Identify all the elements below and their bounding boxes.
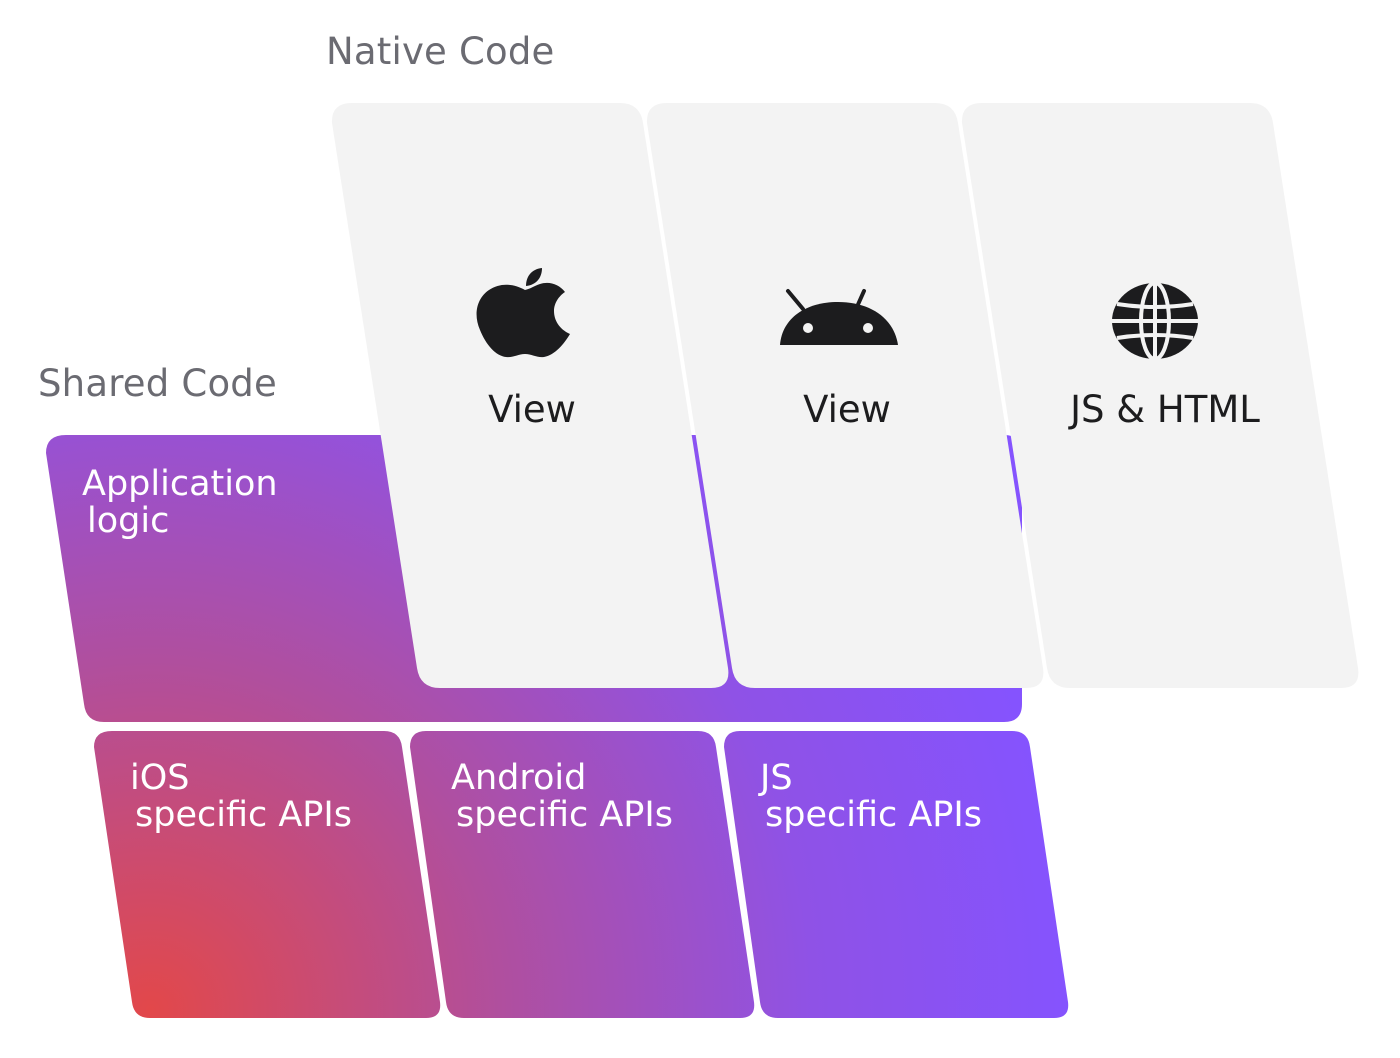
ios-apis-line2: specific APIs [135,795,352,835]
js-apis-block [724,731,1069,1018]
js-apis-line2: specific APIs [765,795,982,835]
android-apis-line1: Android [451,758,587,798]
native-code-heading: Native Code [326,30,555,73]
js-apis-line1: JS [760,758,793,798]
android-apis-block [410,731,755,1018]
ios-apis-line1: iOS [130,758,190,798]
ios-view-label: View [488,388,576,431]
ios-view-card [331,103,729,688]
js-apis-label: JS specific APIs [760,760,982,834]
web-view-label: JS & HTML [1070,388,1260,431]
ios-apis-block [94,731,441,1018]
application-logic-line2: logic [87,501,170,541]
android-apis-line2: specific APIs [456,795,673,835]
web-view-card [961,103,1359,688]
android-view-card [646,103,1044,688]
android-icon [780,289,898,345]
application-logic-label: Application logic [82,466,278,540]
apple-icon [476,268,570,358]
application-logic-line1: Application [82,464,278,504]
ios-apis-label: iOS specific APIs [130,760,352,834]
android-apis-label: Android specific APIs [451,760,673,834]
shared-code-heading: Shared Code [38,362,277,405]
android-view-label: View [803,388,891,431]
globe-icon [1112,281,1198,361]
